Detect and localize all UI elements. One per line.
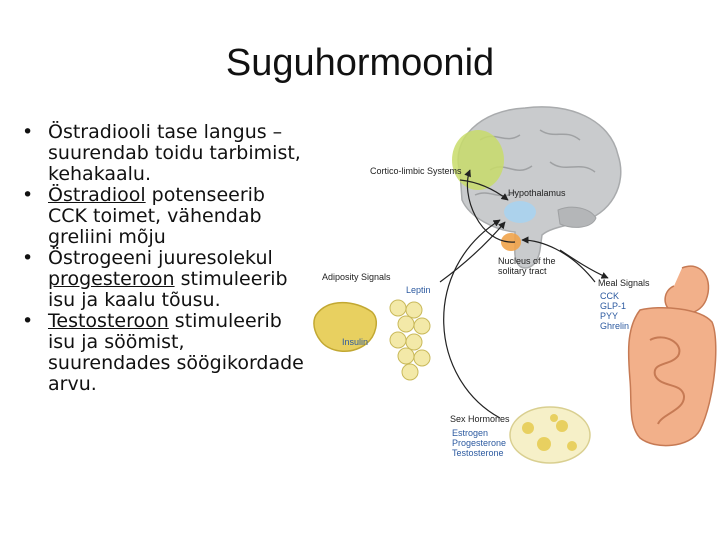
- meal-signals-label: Meal Signals: [598, 278, 650, 288]
- insulin-label: Insulin: [342, 337, 368, 347]
- bullet-item: • Östrogeeni juuresolekul progesteroon s…: [14, 248, 304, 311]
- fat-cells-illustration: [389, 299, 431, 381]
- adiposity-signals-label: Adiposity Signals: [322, 272, 391, 282]
- sex-item-progesterone: Progesterone: [452, 438, 506, 448]
- meal-item-cck: CCK: [600, 291, 619, 301]
- sex-item-estrogen: Estrogen: [452, 428, 488, 438]
- bullet-text: Östrogeeni juuresolekul: [48, 247, 273, 269]
- ovary-illustration: [509, 406, 591, 464]
- bullet-underlined-term: Östradiool: [48, 184, 146, 206]
- sex-item-testosterone: Testosterone: [452, 448, 504, 458]
- nucleus-label-line2: solitary tract: [498, 266, 547, 276]
- meal-item-ghrelin: Ghrelin: [600, 321, 629, 331]
- leptin-label: Leptin: [406, 285, 431, 295]
- cortico-limbic-label: Cortico-limbic Systems: [370, 166, 462, 176]
- nucleus-label-line1: Nucleus of the: [498, 256, 556, 266]
- bullet-text: stimuleerib isu ja kaalu tõusu.: [48, 268, 288, 311]
- sex-hormones-label: Sex Hormones: [450, 414, 510, 424]
- pancreas-illustration: [313, 301, 378, 352]
- hypothalamus-highlight: [504, 201, 536, 223]
- cortico-limbic-highlight: [452, 130, 504, 190]
- meal-item-glp1: GLP-1: [600, 301, 626, 311]
- meal-item-pyy: PYY: [600, 311, 618, 321]
- bullet-item: • Östradiooli tase langus – suurendab to…: [14, 122, 304, 185]
- bullet-text: Östradiooli tase langus – suurendab toid…: [48, 121, 301, 185]
- bullet-text: potenseerib CCK toimet, vähendab greliin…: [48, 184, 265, 248]
- bullet-dot-icon: •: [22, 310, 34, 332]
- digestive-tract-illustration: [627, 265, 717, 447]
- appetite-signals-diagram: Cortico-limbic Systems Hypothalamus Nucl…: [313, 106, 717, 464]
- bullet-item: • Östradiool potenseerib CCK toimet, väh…: [14, 185, 304, 248]
- bullet-dot-icon: •: [22, 247, 34, 269]
- bullet-item: • Testosteroon stimuleerib isu ja söömis…: [14, 311, 304, 395]
- signal-arrows: [439, 169, 609, 419]
- bullet-underlined-term: progesteroon: [48, 268, 175, 290]
- bullet-dot-icon: •: [22, 184, 34, 206]
- bullet-text: stimuleerib isu ja söömist, suurendades …: [48, 310, 304, 395]
- slide-title: Suguhormoonid: [225, 42, 495, 84]
- hypothalamus-label: Hypothalamus: [508, 188, 566, 198]
- bullet-underlined-term: Testosteroon: [48, 310, 169, 332]
- bullet-dot-icon: •: [22, 121, 34, 143]
- bullet-list: • Östradiooli tase langus – suurendab to…: [14, 122, 304, 395]
